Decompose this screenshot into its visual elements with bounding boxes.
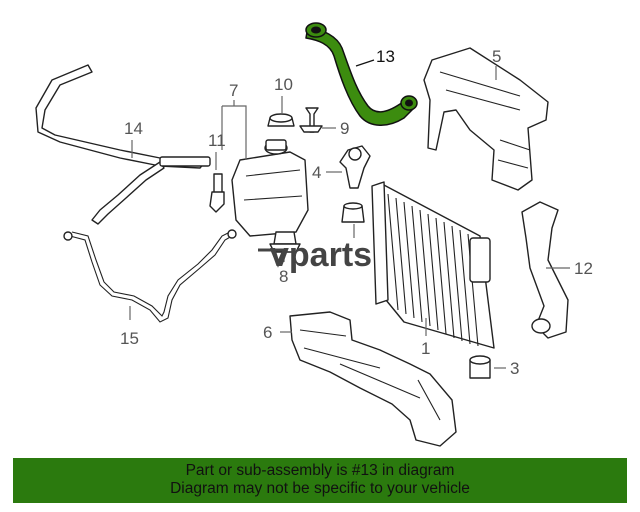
info-banner: Part or sub-assembly is #13 in diagram D… (13, 458, 627, 503)
leader-lines (129, 59, 570, 369)
part-7-expansion-tank[interactable] (231, 139, 309, 237)
callout-13: 13 (376, 47, 395, 66)
callout-6: 6 (263, 323, 272, 342)
parts-diagram: 14 11 7 10 9 4 8 6 15 1 3 12 5 13 vparts (35, 22, 593, 447)
radiator-mount-bushing[interactable] (341, 202, 365, 223)
part-5-support[interactable] (423, 47, 549, 191)
part-4-mount[interactable] (339, 145, 371, 189)
callout-10: 10 (274, 75, 293, 94)
banner-line-1: Part or sub-assembly is #13 in diagram (185, 462, 455, 479)
callout-14: 14 (124, 119, 143, 138)
part-14-hose[interactable] (35, 64, 211, 225)
part-3-plug[interactable] (469, 355, 491, 379)
callout-11: 11 (208, 131, 226, 150)
vparts-logo-text: vparts (270, 236, 372, 274)
callout-7: 7 (229, 81, 238, 100)
callout-4: 4 (312, 163, 321, 182)
part-9-clip[interactable] (299, 107, 323, 133)
vparts-logo: vparts (258, 236, 372, 274)
callout-5: 5 (492, 47, 501, 66)
part-15-line[interactable] (63, 229, 237, 323)
callout-9: 9 (340, 119, 349, 138)
callout-8: 8 (279, 267, 288, 286)
callout-12: 12 (574, 259, 593, 278)
part-13-upper-hose[interactable] (305, 22, 418, 126)
part-6-air-duct[interactable] (289, 311, 457, 447)
callout-3: 3 (510, 359, 519, 378)
part-10-cap[interactable] (267, 113, 295, 127)
part-12-lower-hose[interactable] (521, 201, 569, 339)
banner-line-2: Diagram may not be specific to your vehi… (170, 480, 470, 497)
callout-15: 15 (120, 329, 139, 348)
callout-1: 1 (421, 339, 430, 358)
part-1-radiator[interactable] (371, 181, 495, 349)
part-11-sensor[interactable] (209, 173, 225, 213)
